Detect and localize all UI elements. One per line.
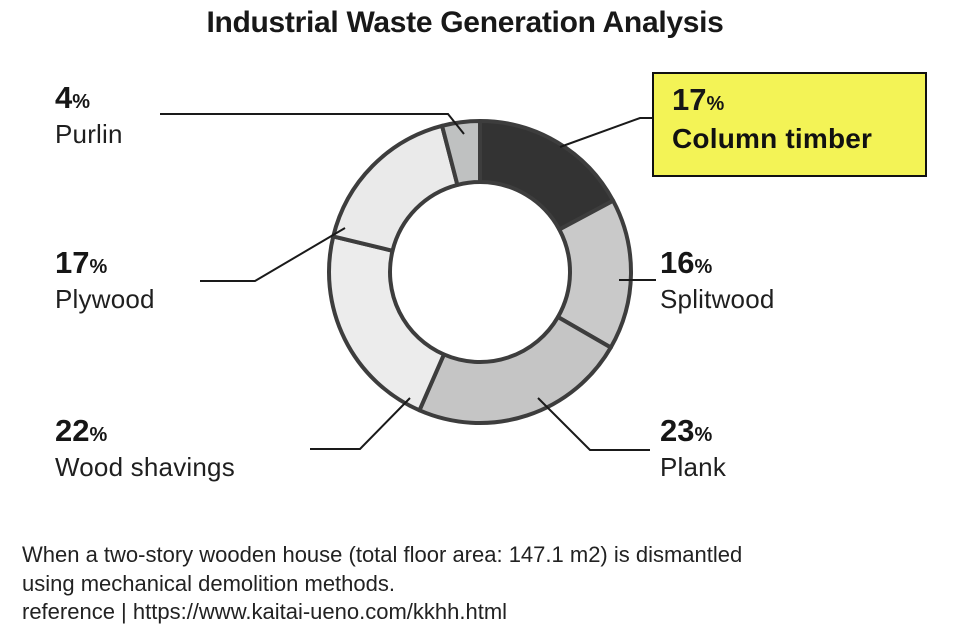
- slice-label-purlin: 4% Purlin: [55, 80, 123, 150]
- percent-sign: %: [706, 93, 725, 115]
- slice-label-plywood: 17% Plywood: [55, 245, 155, 315]
- leader-line-plywood: [200, 227, 346, 282]
- slice-name: Purlin: [55, 118, 123, 149]
- footer-reference: reference | https://www.kaitai-ueno.com/…: [22, 599, 508, 624]
- slice-name: Plank: [660, 451, 727, 482]
- slice-label-plank: 23% Plank: [660, 413, 727, 483]
- donut-slice-wood-shavings: [327, 234, 446, 413]
- footer-line-2: using mechanical demolition methods.: [22, 570, 395, 596]
- highlight-callout-column-timber: 17% Column timber: [652, 72, 927, 177]
- leader-line-column-timber: [559, 117, 652, 148]
- slice-label-splitwood: 16% Splitwood: [660, 245, 775, 315]
- slice-percent: 17%: [55, 245, 108, 280]
- donut-slice-plank: [417, 315, 613, 425]
- percent-sign: %: [694, 424, 713, 446]
- leader-line-wood-shavings: [310, 397, 411, 450]
- chart-title: Industrial Waste Generation Analysis: [206, 6, 724, 39]
- percent-sign: %: [89, 256, 108, 278]
- percent-sign: %: [89, 424, 108, 446]
- slice-label-wood-shavings: 22% Wood shavings: [55, 413, 235, 483]
- slice-name: Splitwood: [660, 283, 775, 314]
- percent-sign: %: [694, 256, 713, 278]
- slice-name: Plywood: [55, 283, 155, 314]
- footer-line-1: When a two-story wooden house (total flo…: [22, 542, 743, 567]
- slice-percent: 16%: [660, 245, 713, 280]
- donut-slice-plywood: [331, 123, 460, 253]
- slice-percent: 22%: [55, 413, 108, 448]
- leader-line-plank: [537, 397, 650, 451]
- leader-line-purlin: [160, 113, 465, 135]
- slice-name: Wood shavings: [55, 451, 235, 482]
- slice-percent: 4%: [55, 80, 91, 115]
- slice-percent: 17%: [672, 82, 725, 117]
- slice-percent: 23%: [660, 413, 713, 448]
- footer-note: When a two-story wooden house (total flo…: [22, 541, 742, 627]
- percent-sign: %: [72, 91, 91, 113]
- slice-name: Column timber: [672, 122, 873, 154]
